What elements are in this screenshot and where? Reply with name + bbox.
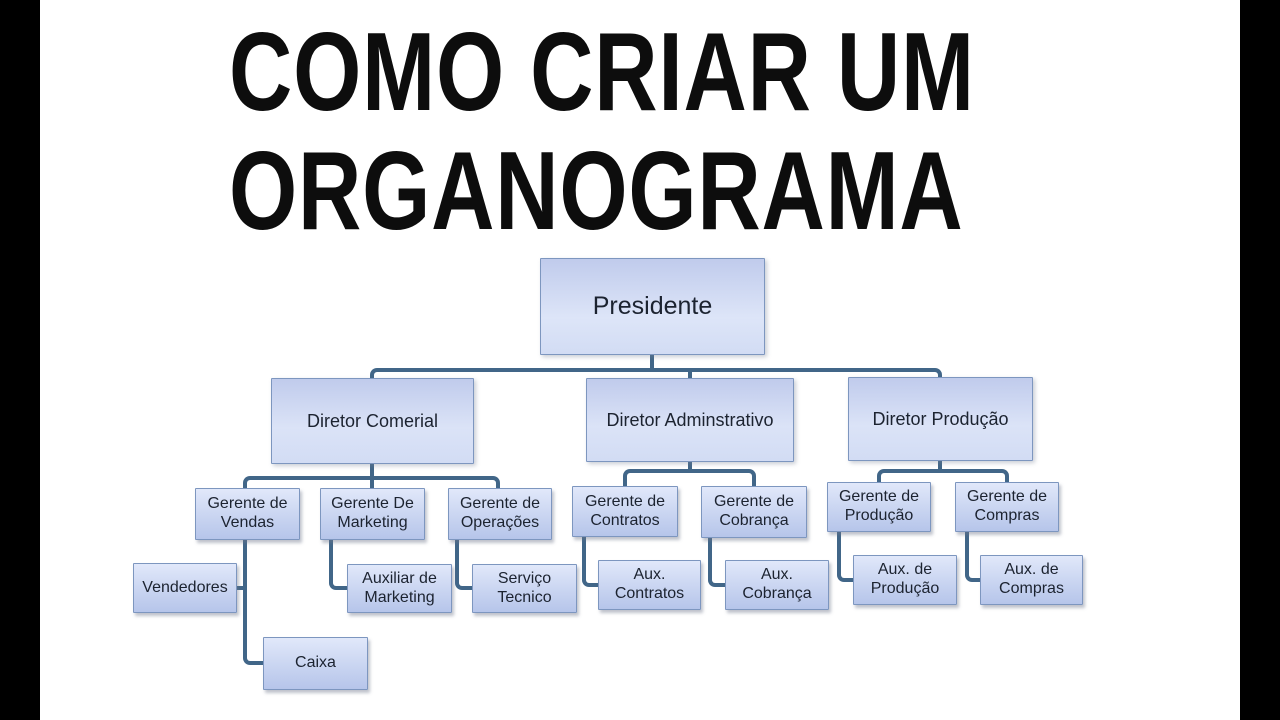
org-node-presidente: Presidente (540, 258, 765, 355)
left-black-bar (0, 0, 40, 720)
right-black-bar (1240, 0, 1280, 720)
org-node-servico-tecnico: Serviço Tecnico (472, 564, 577, 613)
org-node-aux-producao: Aux. de Produção (853, 555, 957, 605)
org-node-gerente-marketing: Gerente De Marketing (320, 488, 425, 540)
org-node-auxiliar-marketing: Auxiliar de Marketing (347, 564, 452, 613)
connector-comerial-stub (370, 462, 374, 489)
org-node-aux-cobranca: Aux. Cobrança (725, 560, 829, 610)
org-node-gerente-contratos: Gerente de Contratos (572, 486, 678, 537)
connector-contratos-aux (582, 535, 598, 587)
connector-cobranca-aux (708, 536, 725, 587)
page-title-line2: ORGANOGRAMA (229, 129, 964, 253)
org-node-aux-contratos: Aux. Contratos (598, 560, 701, 610)
connector-adminstrativo-stub (688, 461, 692, 471)
org-node-diretor-comerial: Diretor Comerial (271, 378, 474, 464)
org-node-gerente-operacoes: Gerente de Operações (448, 488, 552, 540)
connector-producao-stub (938, 460, 942, 471)
org-node-aux-compras: Aux. de Compras (980, 555, 1083, 605)
connector-presidente-branch (370, 368, 942, 378)
org-node-caixa: Caixa (263, 637, 368, 690)
page-title-line1: COMO CRIAR UM (229, 10, 975, 134)
connector-adminstrativo-drop (688, 370, 692, 379)
org-node-diretor-producao: Diretor Produção (848, 377, 1033, 461)
connector-operacoes-servico (455, 538, 472, 590)
org-node-diretor-adminstrativo: Diretor Adminstrativo (586, 378, 794, 462)
connector-vendas-caixa (243, 538, 263, 665)
connector-marketing-auxiliar (329, 538, 347, 590)
page-title: COMO CRIAR UM ORGANOGRAMA (229, 13, 975, 251)
connector-comerial-branch (243, 476, 500, 488)
org-node-gerente-cobranca: Gerente de Cobrança (701, 486, 807, 538)
connector-gcompras-aux (965, 530, 980, 582)
org-node-gerente-producao: Gerente de Produção (827, 482, 931, 532)
org-node-gerente-compras: Gerente de Compras (955, 482, 1059, 532)
connector-gproducao-aux (837, 530, 853, 582)
org-node-vendedores: Vendedores (133, 563, 237, 613)
connector-vendedores-stub (235, 586, 247, 590)
connector-adminstrativo-branch (623, 469, 756, 486)
connector-producao-branch (877, 469, 1009, 482)
connector-presidente-stub (650, 354, 654, 370)
org-node-gerente-vendas: Gerente de Vendas (195, 488, 300, 540)
